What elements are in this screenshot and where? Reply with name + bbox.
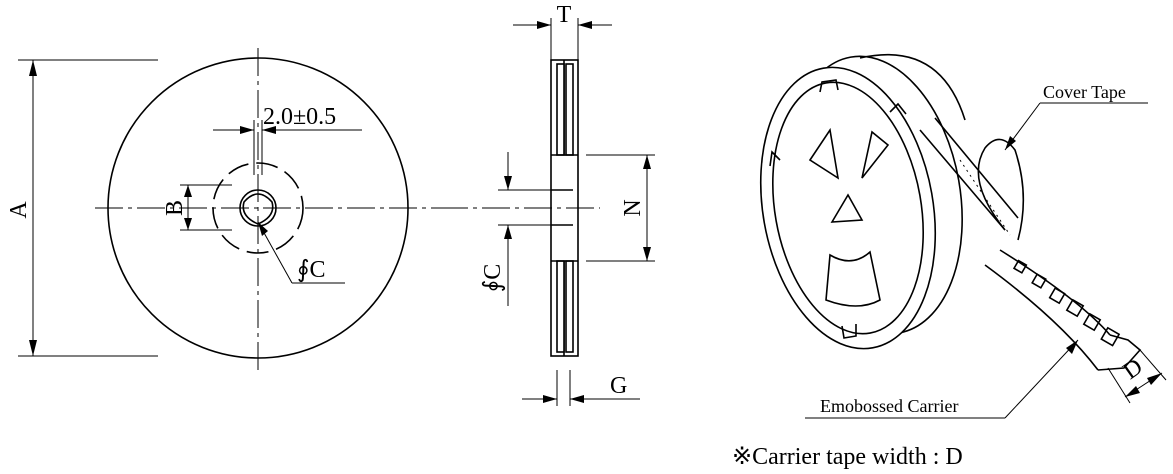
dim-c-side-label: ∮C: [480, 264, 506, 293]
front-view: A B 2.0±0.5 ∮C: [6, 48, 470, 375]
dim-n-arrow-bottom: [643, 247, 651, 261]
dim-c-side-arrow-bottom: [504, 225, 512, 239]
carrier-tape-bottom-edge: [984, 264, 1099, 371]
cover-tape-edge-2: [934, 117, 1019, 219]
dim-t-arrow-right: [578, 21, 592, 29]
dim-g-label: G: [610, 373, 627, 399]
dim-d-arrow-2: [1147, 373, 1162, 385]
dim-a-arrow-top: [29, 60, 37, 76]
dim-t-arrow-left: [537, 21, 551, 29]
pocket-3: [1048, 287, 1066, 305]
side-flange-lower-right: [565, 260, 574, 353]
side-view: T N ∮C G: [440, 2, 655, 406]
dim-g-arrow-left: [543, 395, 557, 403]
pocket-5: [1082, 312, 1102, 332]
dim-b-arrow-bottom: [184, 218, 192, 230]
side-flange-lower-left: [556, 260, 565, 353]
embossed-carrier-callout-leader: [1004, 339, 1079, 419]
dim-d-label: D: [1119, 354, 1148, 385]
side-flange-upper-left: [556, 63, 565, 156]
embossed-carrier-label: Emobossed Carrier: [820, 396, 958, 416]
front-flange: [759, 66, 937, 350]
pocket-2: [1031, 273, 1047, 289]
pocket-4: [1065, 298, 1085, 318]
dim-a-label: A: [6, 201, 32, 219]
dim-d-extension-1: [1107, 367, 1131, 404]
carrier-tape-top-edge: [999, 249, 1111, 336]
cutout-center-triangle: [830, 193, 864, 223]
isometric-view: Cover Tape Emobossed Carrier D ※Carrier …: [732, 53, 1167, 470]
dim-t-label: T: [557, 2, 572, 28]
slot-arrow-left: [240, 126, 254, 134]
cutout-right-window: [861, 130, 890, 179]
cover-tape-label: Cover Tape: [1043, 82, 1126, 102]
dim-g-arrow-right: [570, 395, 584, 403]
pocket-6: [1100, 326, 1121, 347]
side-flange-upper-right: [565, 63, 574, 156]
dim-b-arrow-top: [184, 185, 192, 197]
cover-tape-curl: [977, 138, 1025, 241]
dim-c-side-arrow-top: [504, 176, 512, 190]
wound-tape-top: [859, 53, 966, 121]
cover-tape-callout-arrow: [1005, 136, 1016, 150]
notch-left: [769, 150, 781, 167]
notch-bottom: [841, 324, 857, 339]
slot-width-label: 2.0±0.5: [263, 104, 336, 130]
front-flange-inner: [772, 81, 924, 335]
carrier-width-note: ※Carrier tape width : D: [732, 444, 963, 470]
dim-a-arrow-bottom: [29, 340, 37, 356]
notch-top: [819, 79, 839, 93]
notch-right: [889, 102, 907, 115]
dim-d-arrow-1: [1125, 386, 1140, 397]
cover-tape-edge-1: [919, 129, 1006, 231]
cutout-left-window: [808, 127, 840, 180]
dim-c-leader-arrow: [258, 222, 268, 236]
embossed-carrier-callout-arrow: [1066, 340, 1078, 354]
dim-d-extension-2: [1139, 349, 1167, 381]
dim-c-front-label: ∮C: [297, 257, 326, 283]
dim-n-label: N: [620, 199, 646, 216]
dim-b-label: B: [162, 200, 188, 216]
slot-arrow-right: [262, 126, 276, 134]
pocket-1: [1012, 259, 1028, 274]
dim-n-arrow-top: [643, 155, 651, 169]
cutout-bottom-window: [825, 250, 881, 307]
carrier-pockets: [1012, 259, 1121, 347]
